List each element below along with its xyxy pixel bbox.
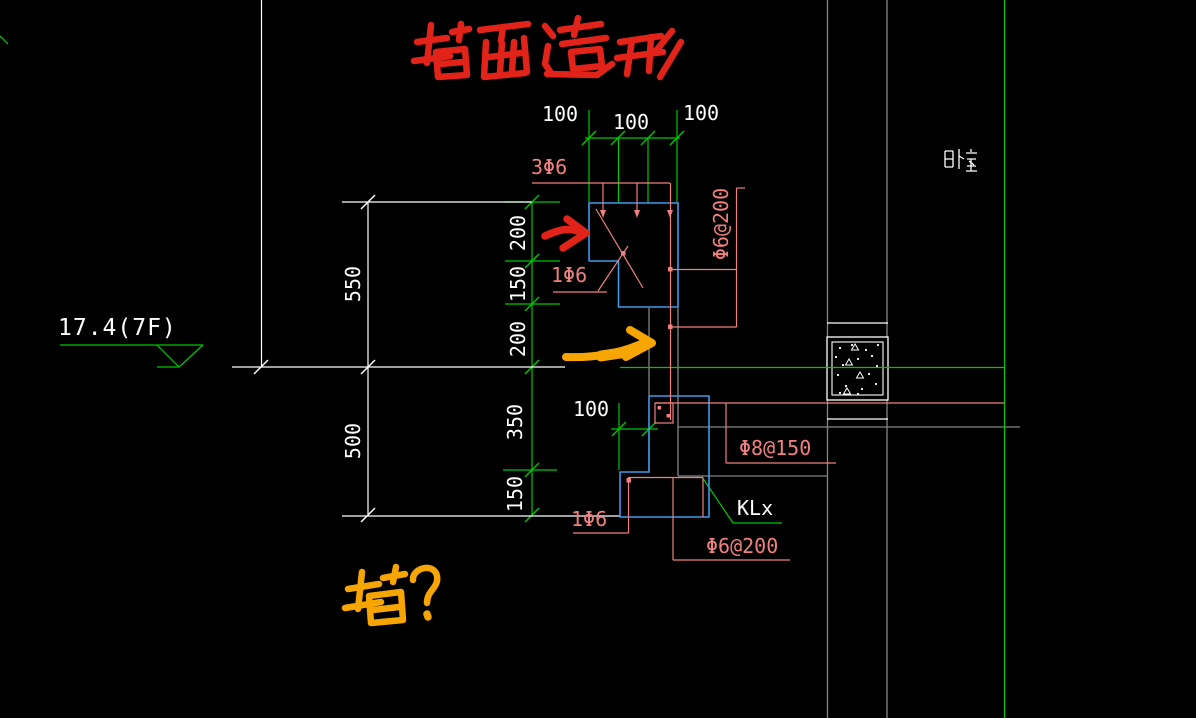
label-upper-stirrups: Φ6@200	[709, 187, 733, 261]
concrete-hatch-dots	[834, 343, 880, 396]
rebar-markers	[600, 210, 673, 483]
room-label: 卧室	[941, 146, 981, 174]
handwritten-title: 墙面造形	[413, 14, 693, 82]
green-dim-ticks	[524, 130, 685, 523]
dimension-lines-green	[0, 0, 1006, 718]
label-lower-single-bar: 1Φ6	[571, 507, 608, 531]
handwritten-question: 墙?	[343, 560, 447, 628]
label-upper-single-bar: 1Φ6	[551, 263, 588, 287]
dim-500: 500	[341, 422, 365, 460]
dim-150a: 150	[506, 265, 530, 303]
lower-step-outline	[619, 395, 710, 518]
white-lines	[232, 0, 888, 523]
dim-200a: 200	[506, 214, 530, 252]
handwritten-title-strokes	[410, 14, 685, 81]
label-beam: KLx	[737, 496, 774, 520]
white-dim-ticks	[253, 194, 376, 523]
dim-top-3: 100	[682, 101, 720, 125]
dim-150b: 150	[503, 475, 527, 513]
concrete-hatch-triangles	[842, 343, 865, 395]
dim-350: 350	[503, 403, 527, 441]
dim-top-1: 100	[541, 102, 579, 126]
dim-550: 550	[341, 265, 365, 303]
rebar-lines	[532, 182, 1004, 561]
elevation-triangle	[156, 344, 204, 368]
orange-arrow-annotation	[562, 326, 656, 362]
label-lower-stirrups: Φ6@200	[706, 534, 779, 558]
dim-200b: 200	[506, 320, 530, 358]
red-arrow-annotation	[541, 215, 590, 252]
handwritten-question-strokes	[341, 563, 441, 627]
dim-100-lower: 100	[572, 397, 610, 421]
column-section	[826, 336, 889, 401]
room-label-glyphs	[944, 149, 977, 172]
label-top-bars: 3Φ6	[531, 155, 568, 179]
label-slab-rebar: Φ8@150	[739, 436, 812, 460]
dim-top-2: 100	[612, 110, 650, 134]
elevation-label: 17.4(7F)	[58, 315, 177, 341]
